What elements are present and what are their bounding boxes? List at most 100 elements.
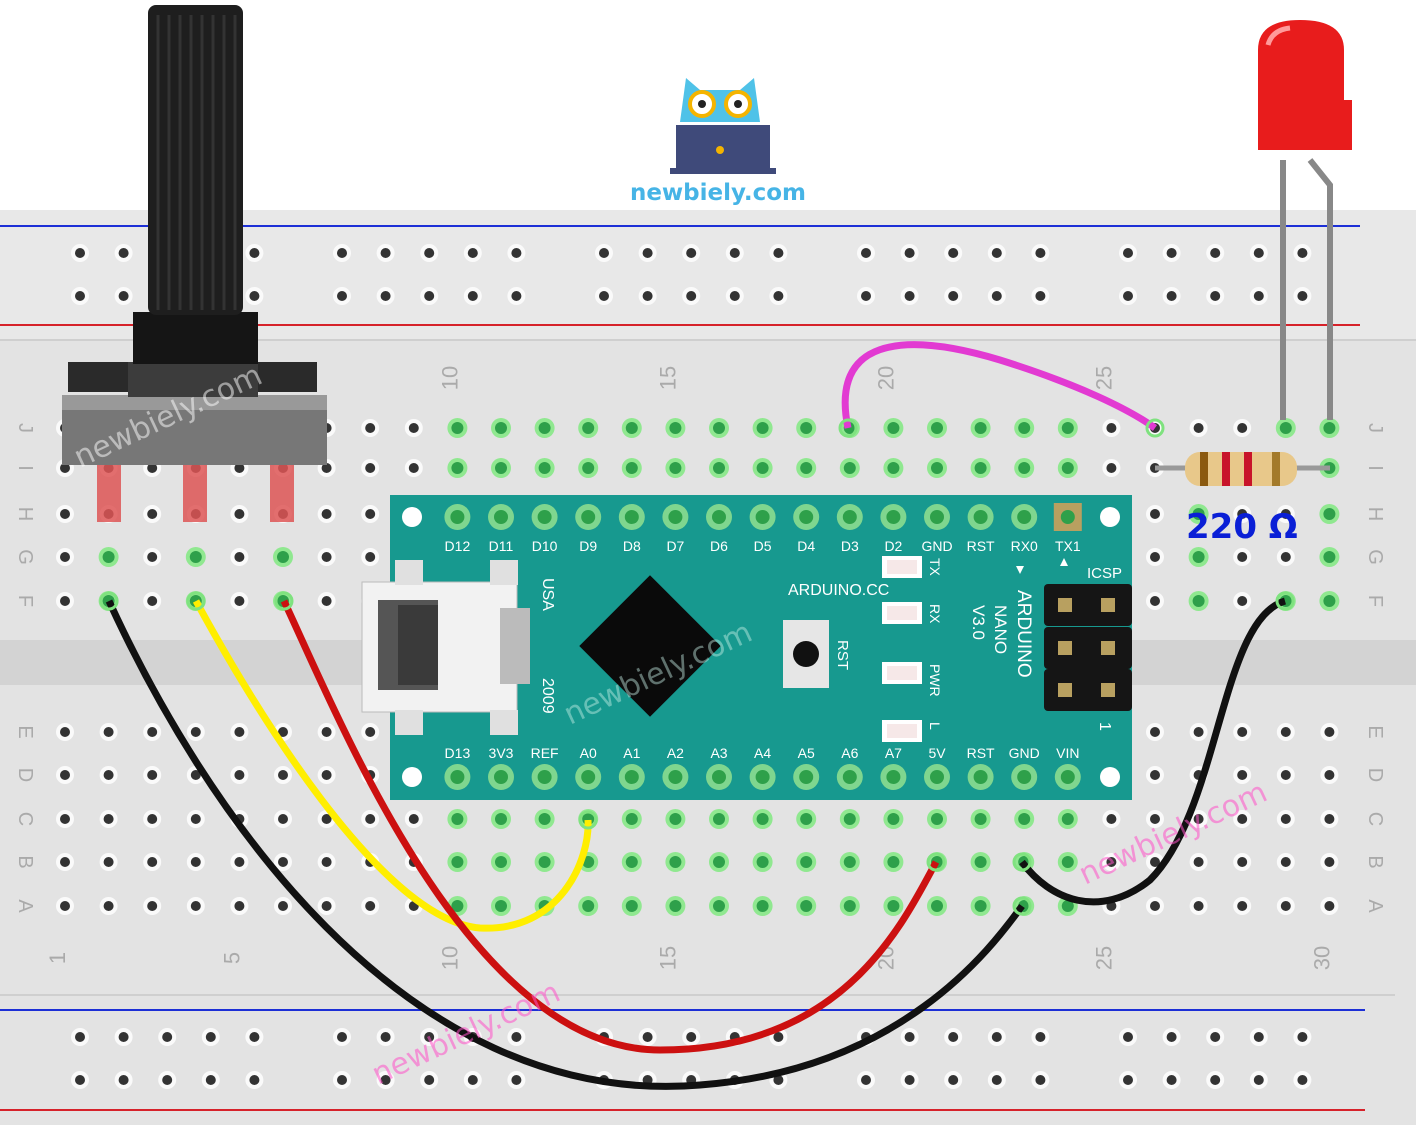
icsp-pin1-label: 1 xyxy=(1096,722,1113,731)
wire-black-gnd-pot xyxy=(105,599,1025,1090)
nano-pin-label: A6 xyxy=(841,745,858,761)
nano-pin-label: A0 xyxy=(580,745,597,761)
wire-end xyxy=(926,852,946,872)
wire-end xyxy=(578,810,598,830)
nano-pin-label: D13 xyxy=(445,745,471,761)
model-line-3: V3.0 xyxy=(969,605,988,640)
wire-end xyxy=(1275,591,1295,611)
wire-end xyxy=(1145,418,1165,438)
potentiometer xyxy=(62,5,327,522)
led-body xyxy=(1258,20,1352,150)
row-label: J xyxy=(14,423,36,433)
column-label: 1 xyxy=(45,952,70,964)
row-label: F xyxy=(14,595,36,607)
wire-end xyxy=(838,418,858,438)
row-label: D xyxy=(1364,768,1386,782)
column-label: 10 xyxy=(437,946,462,970)
red-led xyxy=(1258,20,1352,420)
wire-end xyxy=(1012,852,1032,872)
nano-pin-label: D8 xyxy=(623,538,641,554)
nano-pin-label: D5 xyxy=(754,538,772,554)
icsp-pin-pair xyxy=(1044,669,1132,711)
wire-red-5v xyxy=(280,599,940,1054)
arduino-brand: ARDUINO.CC xyxy=(788,582,889,599)
column-label: 25 xyxy=(1091,366,1116,390)
column-label: 10 xyxy=(437,366,462,390)
pot-body xyxy=(62,395,327,465)
icsp-pin-pair xyxy=(1044,627,1132,669)
nano-pin-label: A7 xyxy=(885,745,902,761)
usb-text-2009: 2009 xyxy=(539,678,556,714)
icsp-label: ICSP xyxy=(1087,565,1122,582)
nano-pin-label: REF xyxy=(531,745,559,761)
resistor-body xyxy=(1185,452,1297,486)
nano-pin-label: A5 xyxy=(798,745,815,761)
icsp-header xyxy=(1044,584,1132,711)
nano-pin-label: D6 xyxy=(710,538,728,554)
row-label: F xyxy=(1364,595,1386,607)
nano-pin-label: 5V xyxy=(928,745,946,761)
wires xyxy=(105,341,1287,1090)
tx-arrow-icon xyxy=(1060,558,1068,566)
nano-pin-headers xyxy=(444,503,1082,790)
row-label: A xyxy=(1364,899,1386,913)
led-anode-leg xyxy=(1307,158,1333,420)
column-label: 30 xyxy=(1309,946,1334,970)
site-name: newbiely.com xyxy=(630,180,806,206)
column-label: 15 xyxy=(655,366,680,390)
microcontroller-chip xyxy=(579,575,721,717)
pot-shaft xyxy=(148,5,243,315)
nano-status-led-label: RX xyxy=(927,604,943,624)
nano-pin-label: RST xyxy=(967,538,995,554)
row-label: E xyxy=(14,725,36,738)
row-label: D xyxy=(14,768,36,782)
mount-hole xyxy=(1100,767,1120,787)
nano-status-led-label: L xyxy=(927,722,943,730)
row-label: I xyxy=(14,465,36,471)
nano-pin-label: D2 xyxy=(884,538,902,554)
nano-pin-label: D12 xyxy=(445,538,471,554)
nano-pin-label: A1 xyxy=(623,745,640,761)
row-label: E xyxy=(1364,725,1386,738)
row-label: G xyxy=(14,549,36,565)
pot-pin-1 xyxy=(97,462,121,522)
wire-magenta-d3 xyxy=(841,341,1158,431)
nano-status-led-label: PWR xyxy=(927,664,943,697)
wire-end xyxy=(186,591,206,611)
row-label: I xyxy=(1364,465,1386,471)
nano-pin-label: D10 xyxy=(532,538,558,554)
nano-pin-label: VIN xyxy=(1056,745,1079,761)
nano-pin-label: D3 xyxy=(841,538,859,554)
nano-pin-label: GND xyxy=(1009,745,1040,761)
column-label: 25 xyxy=(1091,946,1116,970)
nano-pin-label: D4 xyxy=(797,538,815,554)
nano-pin-label: RST xyxy=(967,745,995,761)
reset-button-label: RST xyxy=(834,640,851,670)
pot-nut xyxy=(133,312,258,364)
nano-pin-label: D7 xyxy=(666,538,684,554)
rx-arrow-icon xyxy=(1016,566,1024,574)
model-line-1: ARDUINO xyxy=(1013,590,1034,678)
row-label: H xyxy=(1364,507,1386,521)
icsp-pin-pair xyxy=(1044,584,1132,626)
resistor-value-label: 220 Ω xyxy=(1186,507,1298,547)
wire-yellow-a0 xyxy=(192,599,592,932)
column-label: 5 xyxy=(219,952,244,964)
pot-pin-2 xyxy=(183,462,207,522)
row-label: B xyxy=(14,855,36,868)
row-label: A xyxy=(14,899,36,913)
resistor-220 xyxy=(1155,452,1330,486)
mount-hole xyxy=(402,767,422,787)
usb-text-usa: USA xyxy=(539,578,556,611)
row-label: G xyxy=(1364,549,1386,565)
nano-pin-label: A2 xyxy=(667,745,684,761)
pot-pin-3 xyxy=(270,462,294,522)
column-label: 20 xyxy=(873,366,898,390)
nano-pin-label: A3 xyxy=(710,745,727,761)
row-label: J xyxy=(1364,423,1386,433)
